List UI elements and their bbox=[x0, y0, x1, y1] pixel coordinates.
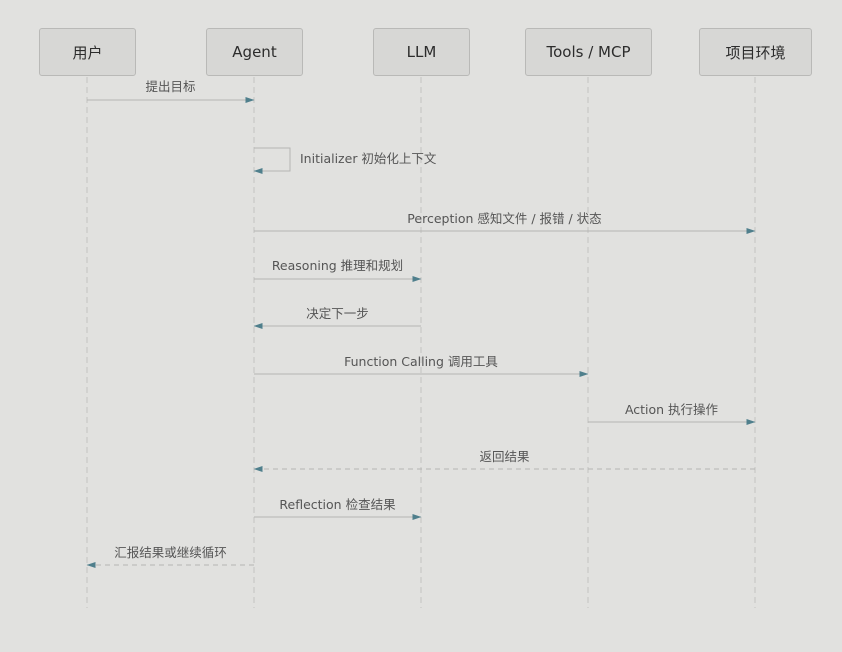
message-label: Action 执行操作 bbox=[625, 402, 719, 417]
self-message-arrow bbox=[253, 147, 291, 174]
message-label: Perception 感知文件 / 报错 / 状态 bbox=[407, 211, 601, 226]
message-label: Function Calling 调用工具 bbox=[344, 354, 498, 369]
participant-tools: Tools / MCP bbox=[525, 28, 652, 76]
participant-env: 项目环境 bbox=[699, 28, 812, 76]
message-label: 决定下一步 bbox=[306, 306, 369, 321]
participant-user: 用户 bbox=[39, 28, 136, 76]
message-label: 汇报结果或继续循环 bbox=[114, 545, 227, 560]
message-label: Reflection 检查结果 bbox=[279, 497, 396, 512]
participant-agent: Agent bbox=[206, 28, 303, 76]
message-label: Initializer 初始化上下文 bbox=[300, 151, 437, 166]
message-label: Reasoning 推理和规划 bbox=[272, 258, 403, 273]
participant-llm: LLM bbox=[373, 28, 470, 76]
message-label: 提出目标 bbox=[145, 79, 195, 94]
message-label: 返回结果 bbox=[479, 449, 530, 464]
